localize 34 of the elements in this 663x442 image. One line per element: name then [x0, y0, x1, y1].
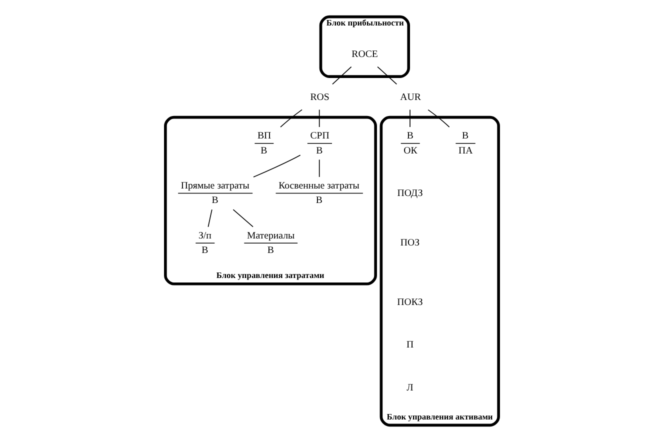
node-label: СРП [310, 130, 329, 142]
label: ПОКЗ [396, 296, 422, 308]
node-label: В [315, 195, 322, 206]
label: П [406, 340, 414, 351]
connector [318, 109, 320, 128]
node-label: В [316, 145, 322, 156]
node-label: З/п [198, 230, 211, 242]
label: ПОЗ [400, 238, 420, 249]
node-label: Косвенные затраты [278, 180, 359, 192]
node-label: В [266, 245, 274, 256]
node-label: ВП [257, 130, 271, 142]
connector [409, 109, 410, 128]
node-label: Материалы [246, 230, 294, 242]
node-label: Прямые затраты [180, 180, 249, 192]
connector [376, 66, 397, 85]
connector [427, 109, 450, 128]
node-label: В [260, 145, 267, 156]
node-text: AUR [400, 92, 420, 103]
connector [232, 209, 253, 228]
node-text: ROS [310, 92, 329, 103]
connector [207, 209, 212, 228]
label: Л [406, 382, 413, 394]
node-label: В [462, 130, 468, 142]
connector [252, 154, 300, 178]
connector [332, 66, 352, 85]
connector [318, 159, 320, 178]
node-label: В [201, 245, 208, 256]
node-label: В [211, 195, 218, 206]
node-label: В [406, 130, 413, 142]
connector [280, 109, 302, 128]
node-label: ОК [403, 145, 417, 156]
node-text: ROCE [351, 49, 378, 60]
label: ПОДЗ [396, 188, 422, 199]
node-label: ПА [458, 145, 472, 156]
